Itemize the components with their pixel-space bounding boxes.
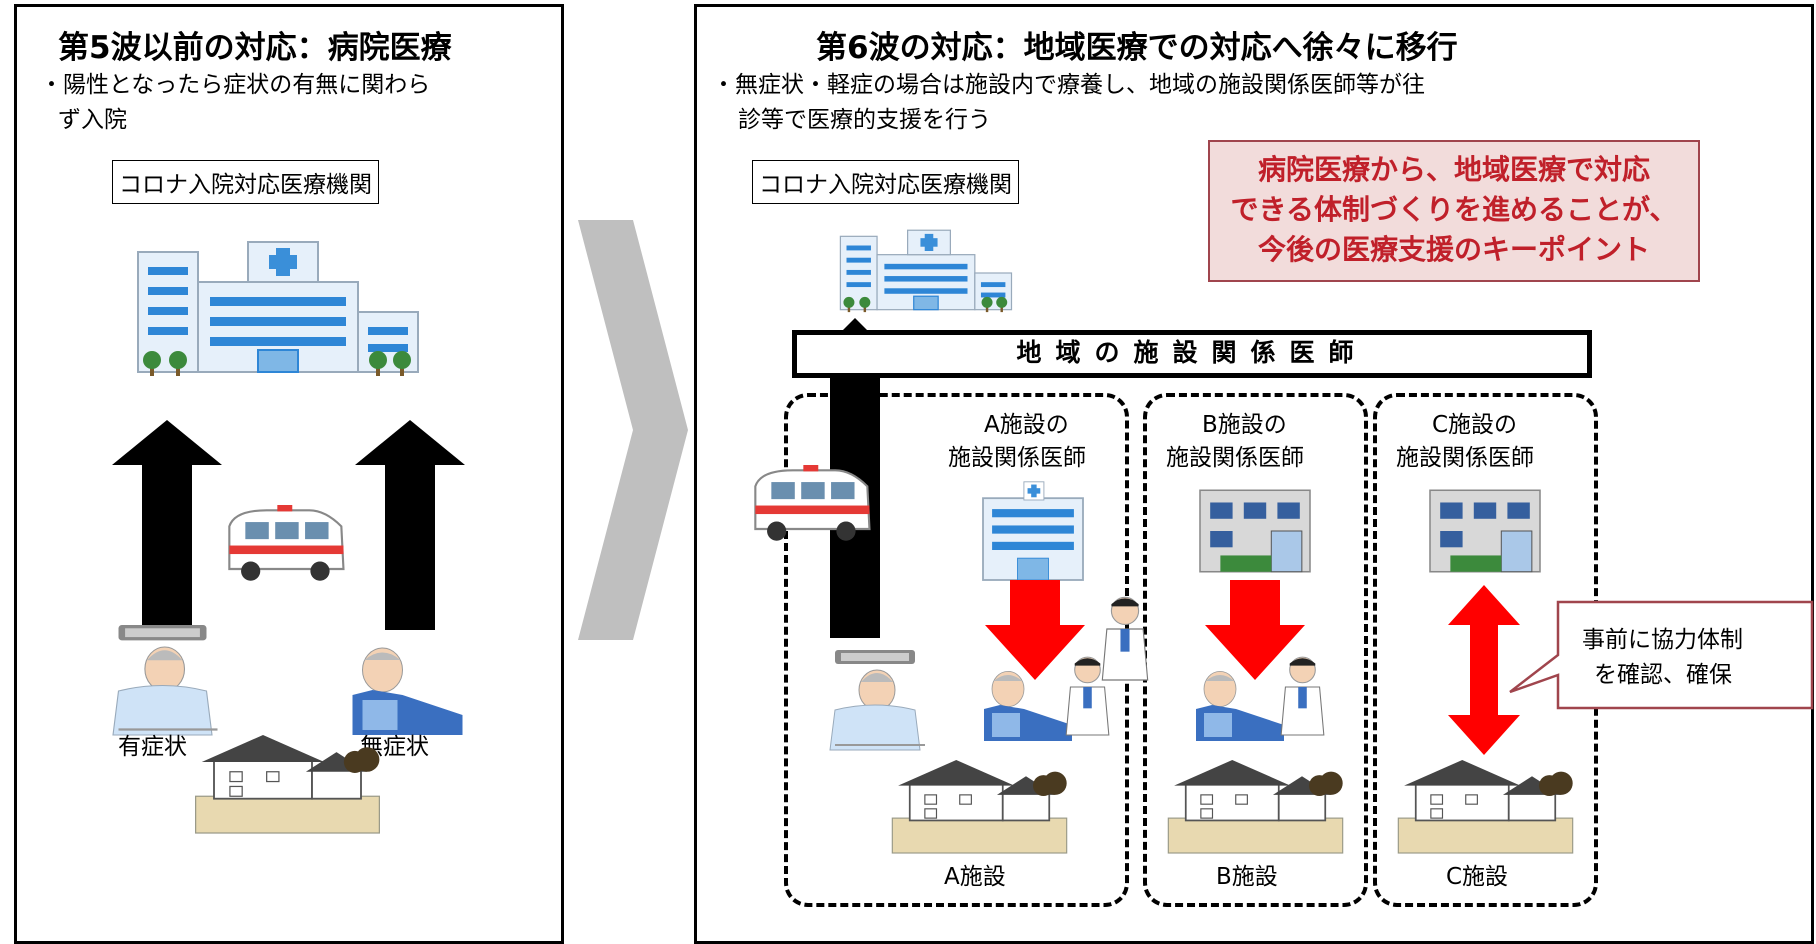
left-up-arrow-symptomatic — [112, 420, 222, 630]
callout-shape — [1509, 600, 1814, 710]
right-hospital-icon — [839, 229, 1013, 313]
symptomatic-label: 有症状 — [118, 734, 187, 760]
facility-b-patient-icon — [1195, 671, 1285, 742]
keypoint-line-3: 今後の医療支援のキーポイント — [1257, 233, 1650, 266]
left-panel-title: 第5波以前の対応：病院医療 — [58, 30, 452, 66]
left-bed-patient-icon — [111, 623, 219, 737]
keypoint-line-1: 病院医療から、地域医療で対応 — [1257, 153, 1650, 186]
right-panel-desc-line1: ・無症状・軽症の場合は施設内で療養し、地域の施設関係医師等が往 — [712, 72, 1425, 98]
left-house-icon — [194, 734, 381, 834]
left-up-arrow-asymptomatic — [355, 420, 465, 630]
transition-chevron-icon — [578, 220, 688, 640]
keypoint-box: 病院医療から、地域医療で対応 できる体制づくりを進めることが、 今後の医療支援の… — [1208, 140, 1700, 282]
facility-c-building-icon — [1429, 489, 1541, 573]
right-panel-title: 第6波の対応：地域医療での対応へ徐々に移行 — [816, 30, 1458, 66]
facility-c-doctor-line1: C施設の — [1432, 412, 1518, 438]
callout-line1: 事前に協力体制 — [1582, 627, 1743, 653]
callout-line2: を確認、確保 — [1594, 662, 1732, 688]
facility-a-doctor-line1: A施設の — [984, 412, 1069, 438]
facility-a-red-arrow — [985, 580, 1085, 680]
facility-c-double-red-arrow — [1448, 585, 1520, 755]
facility-b-name: B施設 — [1216, 864, 1278, 890]
keypoint-line-2: できる体制づくりを進めることが、 — [1230, 193, 1678, 226]
left-asymptomatic-patient-icon — [352, 647, 463, 736]
facility-b-doctor-icon — [1280, 656, 1325, 736]
left-ambulance-icon — [228, 503, 345, 582]
facility-c-house-icon — [1397, 759, 1574, 854]
running-doctor-icon — [1101, 596, 1149, 681]
left-panel-desc-line2: ず入院 — [58, 107, 127, 133]
facility-b-doctor-line2: 施設関係医師 — [1166, 445, 1304, 471]
facility-a-name: A施設 — [944, 864, 1006, 890]
facility-a-house-icon — [891, 759, 1068, 854]
left-panel-desc-line1: ・陽性となったら症状の有無に関わら — [40, 72, 431, 98]
facility-b-red-arrow — [1205, 580, 1305, 680]
right-ambulance-icon — [754, 463, 871, 542]
left-hospital-label: コロナ入院対応医療機関 — [112, 160, 379, 204]
facility-b-building-icon — [1199, 489, 1311, 573]
right-panel-desc-line2: 診等で医療的支援を行う — [738, 107, 991, 133]
local-doctors-bar: 地域の施設関係医師 — [792, 330, 1592, 378]
right-hospital-label: コロナ入院対応医療機関 — [752, 160, 1019, 204]
facility-a-doctor-line2: 施設関係医師 — [948, 445, 1086, 471]
facility-c-doctor-line2: 施設関係医師 — [1396, 445, 1534, 471]
facility-a-clinic-icon — [982, 480, 1084, 581]
left-hospital-icon — [137, 241, 419, 377]
facility-b-house-icon — [1167, 759, 1344, 854]
facility-a-bed-patient-icon — [829, 649, 926, 751]
facility-c-name: C施設 — [1446, 864, 1509, 890]
facility-b-doctor-line1: B施設の — [1202, 412, 1287, 438]
